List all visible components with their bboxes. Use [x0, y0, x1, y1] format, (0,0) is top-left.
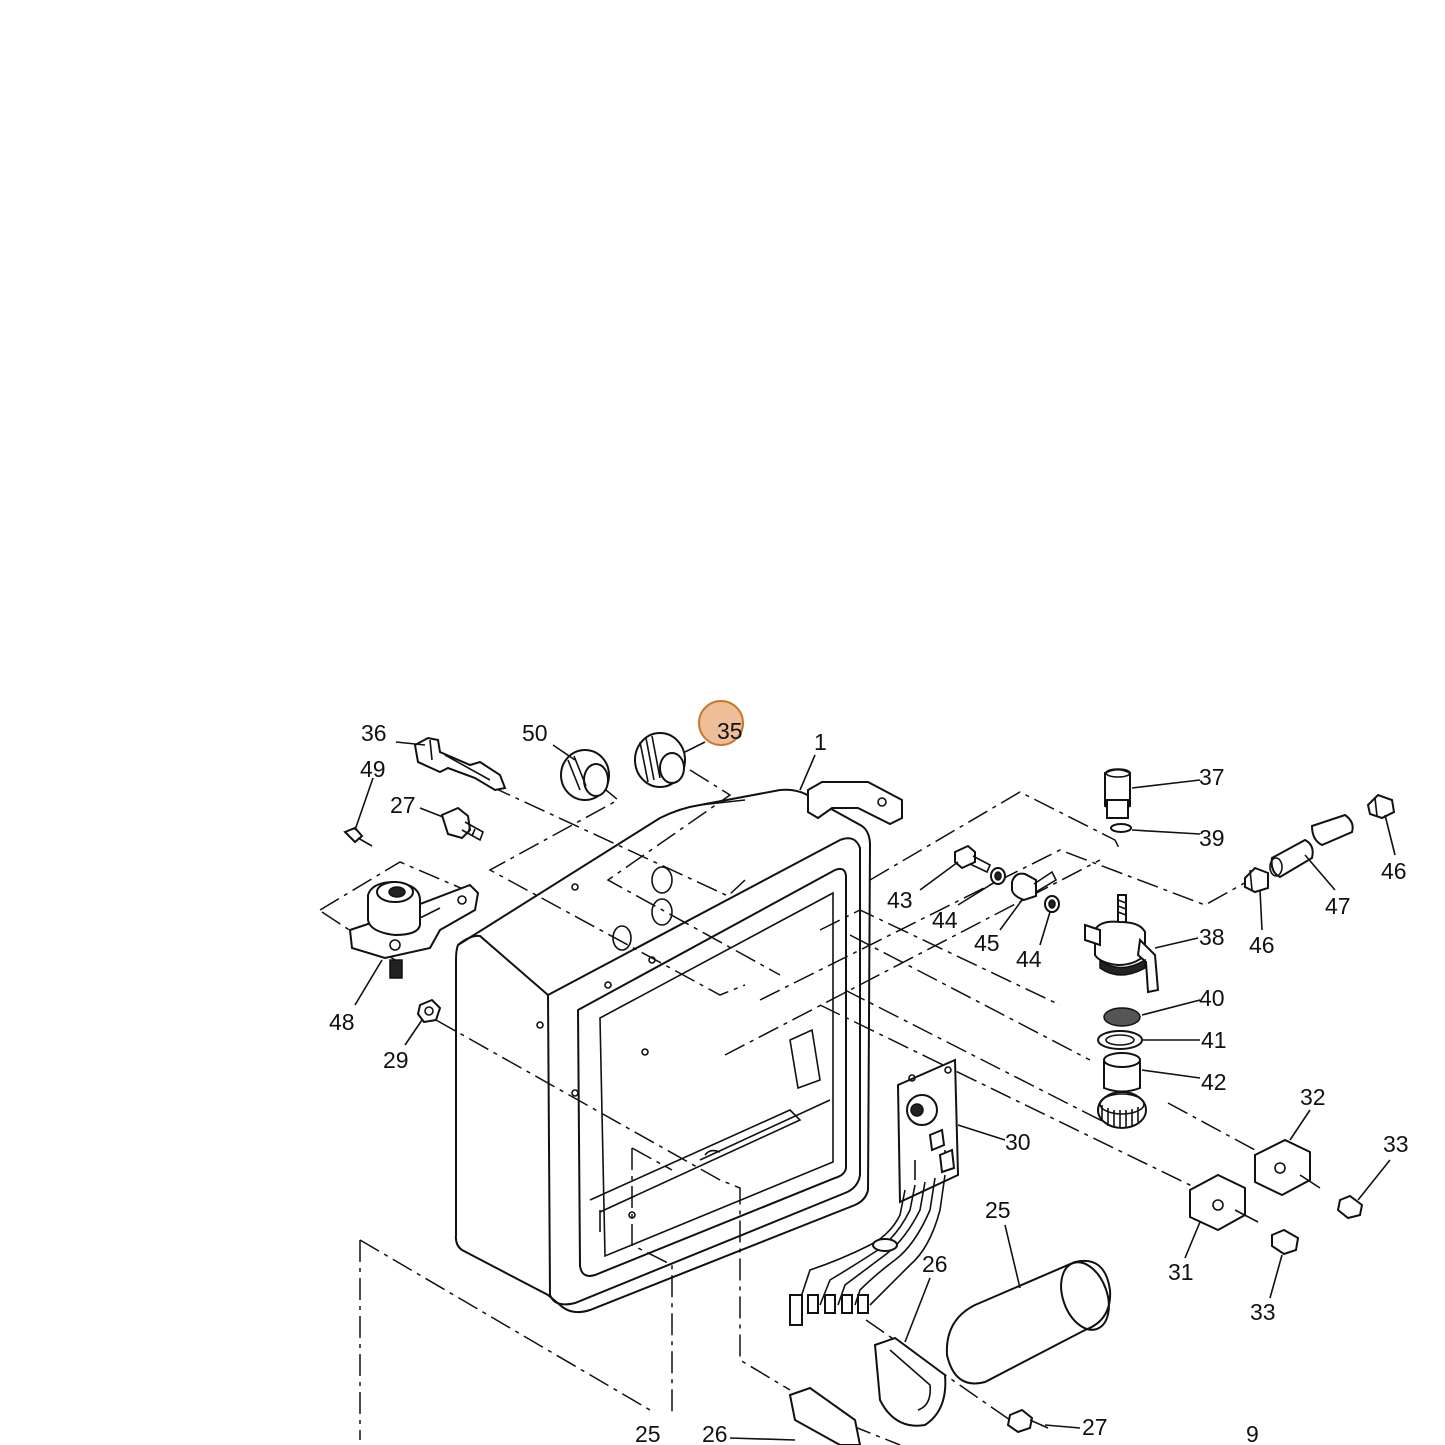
label-43: 43 [887, 887, 913, 913]
part-44-washer-a [990, 867, 1006, 885]
part-37-filter [1104, 768, 1131, 819]
part-31-connector [1189, 1173, 1259, 1232]
leader-lines [354, 741, 1396, 1441]
part-39-oring [1110, 823, 1132, 833]
label-37: 37 [1199, 764, 1225, 790]
part-bowl-nut [1097, 1091, 1147, 1129]
label-40: 40 [1199, 985, 1225, 1011]
label-26-a: 26 [922, 1251, 948, 1277]
part-44-washer-b [1044, 895, 1060, 913]
part-labels: 1 9 25 25 26 26 27 27 29 30 31 32 33 33 … [329, 718, 1409, 1445]
label-33-b: 33 [1250, 1299, 1276, 1325]
part-49-screw [343, 826, 373, 847]
part-26-clamp-b [788, 1386, 862, 1445]
label-33-a: 33 [1383, 1131, 1409, 1157]
part-38-valve [1084, 894, 1160, 994]
label-25-a: 25 [985, 1197, 1011, 1223]
label-30: 30 [1005, 1129, 1031, 1155]
label-29: 29 [383, 1047, 409, 1073]
label-25-b: 25 [635, 1421, 661, 1445]
part-43-bolt [954, 844, 992, 874]
label-36: 36 [361, 720, 387, 746]
label-46-a: 46 [1249, 932, 1275, 958]
label-31: 31 [1168, 1259, 1194, 1285]
part-27-bolt-b [1006, 1408, 1049, 1434]
part-36-clip [413, 736, 507, 792]
label-35: 35 [717, 718, 743, 744]
part-47-hose [1269, 813, 1354, 879]
part-25-capacitor [945, 1259, 1112, 1385]
part-33-screw-b [1271, 1228, 1300, 1256]
label-47: 47 [1325, 893, 1351, 919]
part-30-circuit-board [896, 1058, 960, 1204]
part-46-clamp-a [1244, 866, 1269, 894]
label-27-a: 27 [390, 792, 416, 818]
label-9: 9 [1246, 1421, 1259, 1445]
part-33-screw-a [1336, 1194, 1364, 1220]
part-50-grommet [560, 749, 610, 801]
part-32-connector [1254, 1138, 1321, 1197]
label-41: 41 [1201, 1027, 1227, 1053]
part-41-gasket [1097, 1030, 1143, 1050]
assembly-lines [319, 769, 1256, 1445]
label-44-a: 44 [932, 907, 958, 933]
label-39: 39 [1199, 825, 1225, 851]
highlight-marker[interactable] [698, 700, 744, 746]
label-45: 45 [974, 930, 1000, 956]
part-46-clamp-b [1366, 793, 1396, 820]
label-42: 42 [1201, 1069, 1227, 1095]
wire-harness [789, 1174, 946, 1326]
label-27-b: 27 [1082, 1414, 1108, 1440]
part-48-mount [348, 880, 480, 979]
part-27-bolt [440, 806, 484, 842]
label-1: 1 [814, 729, 827, 755]
part-35-plug [634, 732, 686, 788]
label-49: 49 [360, 756, 386, 782]
enclosure-box [454, 781, 903, 1314]
label-46-b: 46 [1381, 858, 1407, 884]
label-26-b: 26 [702, 1421, 728, 1445]
label-48: 48 [329, 1009, 355, 1035]
part-42-bowl [1103, 1052, 1141, 1093]
label-50: 50 [522, 720, 548, 746]
part-29-nut [416, 998, 442, 1024]
label-38: 38 [1199, 924, 1225, 950]
part-45-spacer [1011, 870, 1058, 902]
label-44-b: 44 [1016, 946, 1042, 972]
part-26-clamp-a [873, 1336, 947, 1427]
part-40-screen [1103, 1007, 1141, 1027]
label-32: 32 [1300, 1084, 1326, 1110]
